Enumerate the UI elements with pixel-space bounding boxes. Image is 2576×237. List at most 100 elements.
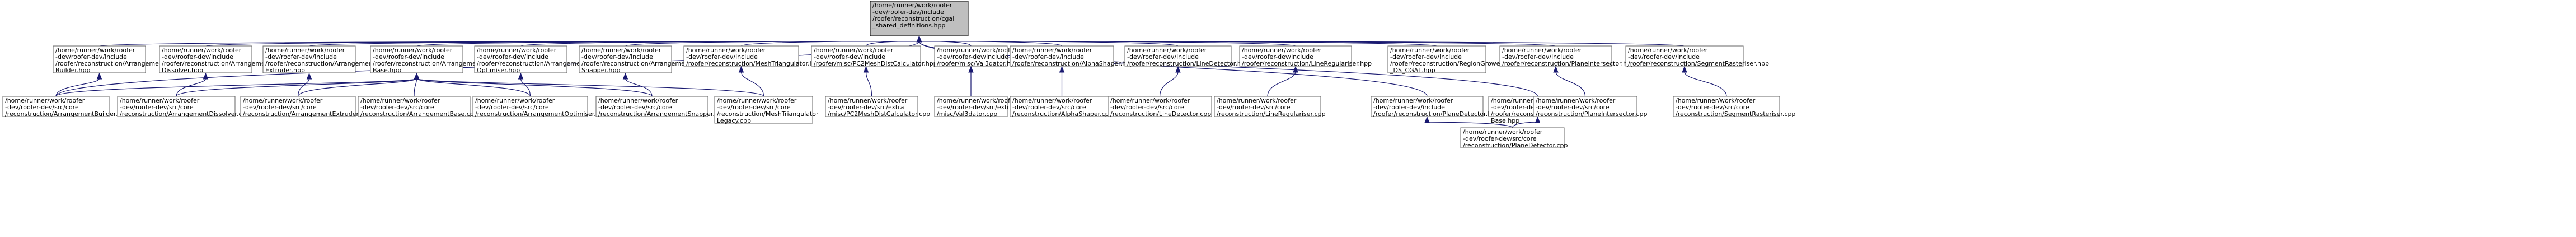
file-node[interactable]: /home/runner/work/roofer-dev/roofer-dev/… <box>159 45 272 74</box>
file-node[interactable]: /home/runner/work/roofer-dev/roofer-dev/… <box>262 45 376 74</box>
edge-line <box>1267 71 1296 97</box>
node-box <box>1499 45 1612 67</box>
file-node[interactable]: /home/runner/work/roofer-dev/roofer-dev/… <box>2 96 129 118</box>
node-label-line: /roofer/misc/PC2MeshDistCalculator.hpp <box>814 60 937 67</box>
file-node[interactable]: /home/runner/work/roofer-dev/roofer-dev/… <box>1108 96 1212 118</box>
node-label-line: -dev/roofer-dev/src/core <box>598 104 672 111</box>
file-node[interactable]: /home/runner/work/roofer-dev/roofer-dev/… <box>1010 45 1134 67</box>
node-label-line: _shared_definitions.hpp <box>872 22 945 29</box>
node-label-line: /roofer/reconstruction/Arrangement <box>55 60 166 67</box>
node-box <box>1460 127 1565 148</box>
node-label-line: /roofer/reconstruction/PlaneIntersector.… <box>1502 60 1635 67</box>
file-node[interactable]: /home/runner/work/roofer-dev/roofer-dev/… <box>934 45 1019 67</box>
file-node[interactable]: /home/runner/work/roofer-dev/roofer-dev/… <box>714 96 819 124</box>
dependency-edge <box>1159 66 1181 97</box>
node-label-line: /roofer/reconstruction/PlaneDetector.hpp <box>1373 110 1499 118</box>
node-label-line: -dev/roofer-dev/src/core <box>1110 104 1184 111</box>
node-label-line: /reconstruction/LineRegulariser.cpp <box>1217 110 1326 118</box>
edge-line <box>918 40 1063 47</box>
node-label-line: /home/runner/work/roofer <box>1390 47 1470 54</box>
file-node[interactable]: /home/runner/work/roofer-dev/roofer-dev/… <box>1124 45 1249 67</box>
edge-line <box>416 78 531 97</box>
node-label-line: -dev/roofer-dev/include <box>937 53 1008 61</box>
file-node[interactable]: /home/runner/work/roofer-dev/roofer-dev/… <box>1214 96 1326 118</box>
node-label-line: /home/runner/work/roofer <box>1536 97 1616 104</box>
dependency-edge <box>414 72 764 97</box>
node-label-line: /roofer/reconstruction/cgal <box>872 15 954 22</box>
dependency-edge <box>1424 116 1513 128</box>
node-label-line: -dev/roofer-dev/src/core <box>360 104 434 111</box>
dependency-edge <box>1059 66 1065 96</box>
node-label-line: Base.hpp <box>373 67 401 74</box>
file-node[interactable]: /home/runner/work/roofer-dev/roofer-dev/… <box>811 45 937 67</box>
node-box <box>472 96 588 117</box>
file-node[interactable]: /home/runner/work/roofer-dev/roofer-dev/… <box>1673 96 1795 118</box>
node-label-line: -dev/roofer-dev/include <box>686 53 758 61</box>
dependency-edge <box>414 72 653 97</box>
dependency-edge <box>968 66 974 96</box>
node-label-line: /home/runner/work/roofer <box>1127 47 1207 54</box>
file-node[interactable]: /home/runner/work/roofer-dev/roofer-dev/… <box>370 45 483 74</box>
node-label-line: -dev/roofer-dev/include <box>265 53 337 61</box>
dependency-edge <box>1682 66 1727 97</box>
node-label-line: _DS_CGAL.hpp <box>1390 67 1435 74</box>
file-node[interactable]: /home/runner/work/roofer-dev/roofer-dev/… <box>1371 96 1499 118</box>
file-node[interactable]: /home/runner/work/roofer-dev/roofer-dev/… <box>595 96 726 118</box>
node-label-line: /home/runner/work/roofer <box>1242 47 1322 54</box>
file-node[interactable]: /home/runner/work/roofer-dev/roofer-dev/… <box>1499 45 1635 67</box>
file-node[interactable]: /home/runner/work/roofer-dev/roofer-dev/… <box>358 96 478 118</box>
file-node[interactable]: /home/runner/work/roofer-dev/roofer-dev/… <box>1387 45 1503 74</box>
edge-line <box>416 78 653 97</box>
node-label-line: /roofer/reconstruction/RegionGrower <box>1390 60 1503 67</box>
arrow-head <box>1059 66 1065 73</box>
node-label-line: /home/runner/work/roofer <box>373 47 453 54</box>
file-node[interactable]: /home/runner/work/roofer-dev/roofer-dev/… <box>1533 96 1647 118</box>
file-node[interactable]: /home/runner/work/roofer-dev/roofer-dev/… <box>53 45 166 74</box>
node-box <box>825 96 918 117</box>
node-label-line: -dev/roofer-dev/src/core <box>243 104 317 111</box>
file-node[interactable]: /home/runner/work/roofer-dev/roofer-dev/… <box>934 96 1017 118</box>
file-node[interactable]: /home/runner/work/roofer-dev/roofer-dev/… <box>1239 45 1372 67</box>
node-label-line: /home/runner/work/roofer <box>1676 97 1756 104</box>
file-node[interactable]: /home/runner/work/roofer-dev/roofer-dev/… <box>472 96 607 118</box>
file-node[interactable]: /home/runner/work/roofer-dev/roofer-dev/… <box>1010 96 1114 118</box>
file-node[interactable]: /home/runner/work/roofer-dev/roofer-dev/… <box>825 96 930 118</box>
node-label-line: /home/runner/work/roofer <box>937 47 1017 54</box>
edge-line <box>865 71 872 97</box>
node-label-line: /home/runner/work/roofer <box>937 97 1017 104</box>
node-label-line: /roofer/reconstruction/Arrangement <box>265 60 376 67</box>
edge-line <box>55 78 417 97</box>
node-label-line: /roofer/reconstruction/Arrangement <box>162 60 272 67</box>
file-node[interactable]: /home/runner/work/roofer-dev/roofer-dev/… <box>240 96 372 118</box>
edge-line <box>297 78 417 97</box>
file-node[interactable]: /home/runner/work/roofer-dev/roofer-dev/… <box>474 45 587 74</box>
node-label-line: -dev/roofer-dev/src/core <box>475 104 549 111</box>
node-label-line: -dev/roofer-dev/src/core <box>717 104 791 111</box>
node-label-line: /misc/PC2MeshDistCalculator.cpp <box>828 110 930 118</box>
file-node[interactable]: /home/runner/work/roofer-dev/roofer-dev/… <box>117 96 250 118</box>
node-box <box>1124 45 1232 67</box>
node-label-line: -dev/roofer-dev/include <box>477 53 548 61</box>
file-node[interactable]: /home/runner/work/roofer-dev/roofer-dev/… <box>1460 127 1568 149</box>
node-box <box>240 96 356 117</box>
file-node[interactable]: /home/runner/work/roofer-dev/roofer-dev/… <box>1625 45 1769 67</box>
node-label-line: /home/runner/work/roofer <box>360 97 440 104</box>
node-label-line: /home/runner/work/roofer <box>5 97 85 104</box>
node-label-line: /reconstruction/PlaneDetector.cpp <box>1463 142 1568 149</box>
node-label-line: -dev/roofer-dev/include <box>1502 53 1574 61</box>
file-node[interactable]: /home/runner/work/roofer-dev/roofer-dev/… <box>579 45 692 74</box>
node-label-line: /home/runner/work/roofer <box>1012 47 1092 54</box>
arrow-head <box>518 72 524 80</box>
root-file-node: /home/runner/work/roofer-dev/roofer-dev/… <box>870 1 969 36</box>
dependency-edge <box>916 35 1685 47</box>
file-node[interactable]: /home/runner/work/roofer-dev/roofer-dev/… <box>683 45 822 67</box>
node-box <box>1010 45 1114 67</box>
dependency-edge <box>1553 66 1586 97</box>
node-label-line: /home/runner/work/roofer <box>55 47 135 54</box>
node-layer: /home/runner/work/roofer-dev/roofer-dev/… <box>2 1 1795 149</box>
edge-line <box>625 78 653 97</box>
node-box <box>811 45 921 67</box>
node-label-line: Extruder.hpp <box>265 67 305 74</box>
node-label-line: /home/runner/work/roofer <box>1628 47 1708 54</box>
node-label-line: /home/runner/work/roofer <box>1502 47 1582 54</box>
